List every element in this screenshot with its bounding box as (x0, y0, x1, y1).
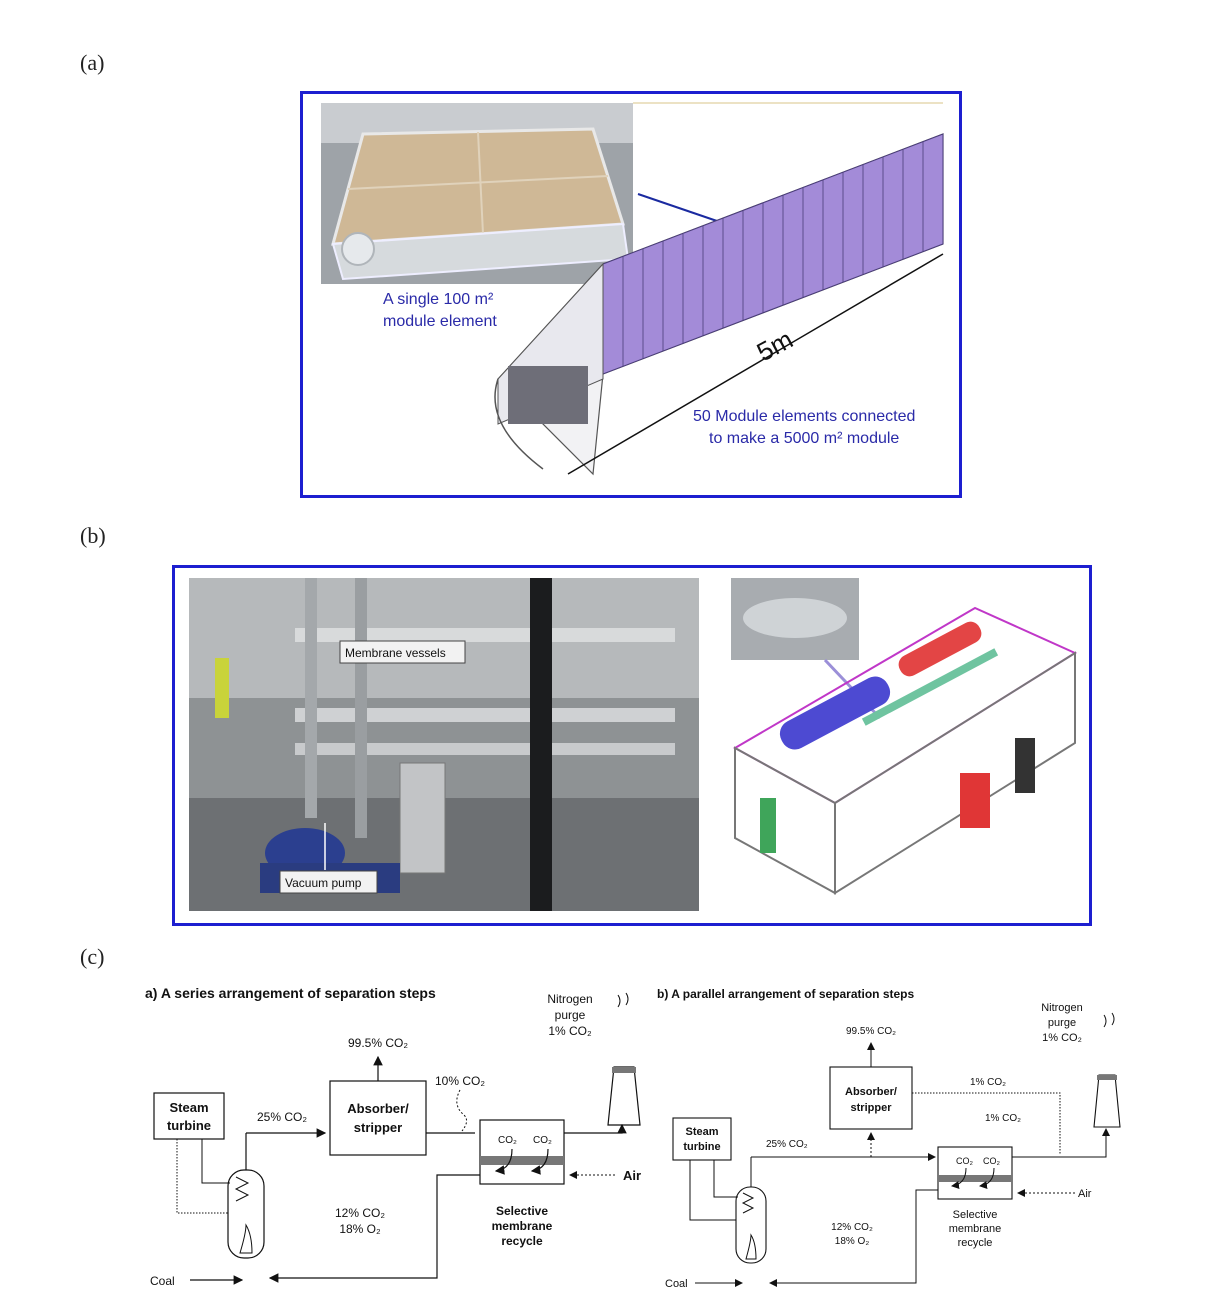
steam-turbine-box-2 (672, 1117, 732, 1161)
co2-995-label-2: 99.5% CO₂ (846, 1026, 896, 1037)
recycle-label-3: recycle (501, 1234, 543, 1248)
air-label: Air (623, 1168, 641, 1183)
recycle-label-2: membrane (492, 1219, 553, 1233)
membrane-co2-a-2: CO₂ (956, 1156, 974, 1166)
steam-turbine-box (153, 1092, 225, 1140)
parallel-arrangement: b) A parallel arrangement of separation … (657, 987, 1121, 1290)
length-label: 5m (752, 324, 798, 367)
recycle-label-2-1: Selective (953, 1209, 998, 1221)
skid-rendering (731, 578, 1078, 895)
steam-turbine-label-2-1: Steam (685, 1126, 718, 1138)
boiler-2 (735, 1186, 767, 1264)
co2-25-label: 25% CO₂ (257, 1110, 307, 1124)
series-arrangement: a) A series arrangement of separation st… (145, 985, 641, 1288)
length-dimension-line (567, 253, 944, 475)
o2-18-label-2: 18% O₂ (835, 1236, 870, 1247)
absorber-label-1: Absorber/ (347, 1101, 409, 1116)
steam-turbine-label-2: turbine (167, 1118, 211, 1133)
nitrogen-label-2-2: purge (1048, 1017, 1076, 1029)
series-title: a) A series arrangement of separation st… (145, 985, 436, 1001)
nitrogen-label-2-1: Nitrogen (1041, 1002, 1083, 1014)
stack (607, 1066, 641, 1126)
recycle-label-2-3: recycle (958, 1237, 993, 1249)
panel-label-c: (c) (80, 944, 105, 969)
single-module-caption-1: A single 100 m² (383, 291, 494, 308)
membrane-co2-b-2: CO₂ (983, 1156, 1001, 1166)
nitrogen-label-3: 1% CO₂ (548, 1024, 592, 1038)
membrane-unit (479, 1119, 565, 1185)
boiler (227, 1169, 265, 1259)
nitrogen-label-2: purge (555, 1008, 586, 1022)
module-photo (321, 102, 943, 284)
panel-a-module-figure: A single 100 m² module element 5m 50 Mod… (300, 91, 962, 498)
process-flow-diagram: a) A series arrangement of separation st… (145, 985, 1121, 1290)
recycle-label-1: Selective (496, 1204, 548, 1218)
membrane-unit-2 (937, 1146, 1013, 1200)
absorber-label-2-1: Absorber/ (845, 1086, 897, 1098)
panel-c-process-diagrams: a) A series arrangement of separation st… (130, 975, 1130, 1295)
coal-label-2: Coal (665, 1278, 688, 1290)
membrane-co2-b: CO₂ (533, 1135, 552, 1146)
membrane-vessels-label: Membrane vessels (345, 646, 446, 660)
membrane-co2-a: CO₂ (498, 1135, 517, 1146)
module-assembly (494, 133, 944, 476)
single-module-caption-2: module element (383, 313, 497, 330)
panel-label-b: (b) (80, 523, 106, 548)
pilot-system-illustration: Membrane vessels Vacuum pump (189, 578, 1078, 911)
module-illustration: A single 100 m² module element 5m 50 Mod… (321, 102, 944, 476)
absorber-label-2: stripper (354, 1120, 402, 1135)
recycle-label-2-2: membrane (949, 1223, 1002, 1235)
co2-1-mid-label: 1% CO₂ (985, 1113, 1021, 1124)
absorber-box-2 (829, 1066, 913, 1130)
panel-label-a: (a) (80, 50, 105, 75)
co2-12-label: 12% CO₂ (335, 1206, 385, 1220)
absorber-label-2-2: stripper (851, 1102, 893, 1114)
parallel-title: b) A parallel arrangement of separation … (657, 987, 915, 1001)
co2-12-label-2: 12% CO₂ (831, 1222, 873, 1233)
co2-995-label: 99.5% CO₂ (348, 1036, 408, 1050)
co2-10-label: 10% CO₂ (435, 1074, 485, 1088)
nitrogen-label-1: Nitrogen (547, 992, 592, 1006)
steam-turbine-label-2-2: turbine (683, 1141, 720, 1153)
pilot-plant-photo (189, 578, 699, 911)
stack-2 (1093, 1074, 1121, 1128)
co2-25-label-2: 25% CO₂ (766, 1139, 808, 1150)
nitrogen-label-2-3: 1% CO₂ (1042, 1032, 1082, 1044)
air-label-2: Air (1078, 1188, 1092, 1200)
connected-caption-1: 50 Module elements connected (693, 408, 915, 425)
vacuum-pump-label: Vacuum pump (285, 876, 362, 890)
steam-turbine-label-1: Steam (169, 1100, 208, 1115)
o2-18-label: 18% O₂ (339, 1222, 381, 1236)
panel-b-pilot-system: Membrane vessels Vacuum pump (172, 565, 1092, 926)
absorber-box (329, 1080, 427, 1156)
connected-caption-2: to make a 5000 m² module (709, 430, 899, 447)
coal-label: Coal (150, 1274, 175, 1288)
co2-1-top-label: 1% CO₂ (970, 1077, 1006, 1088)
